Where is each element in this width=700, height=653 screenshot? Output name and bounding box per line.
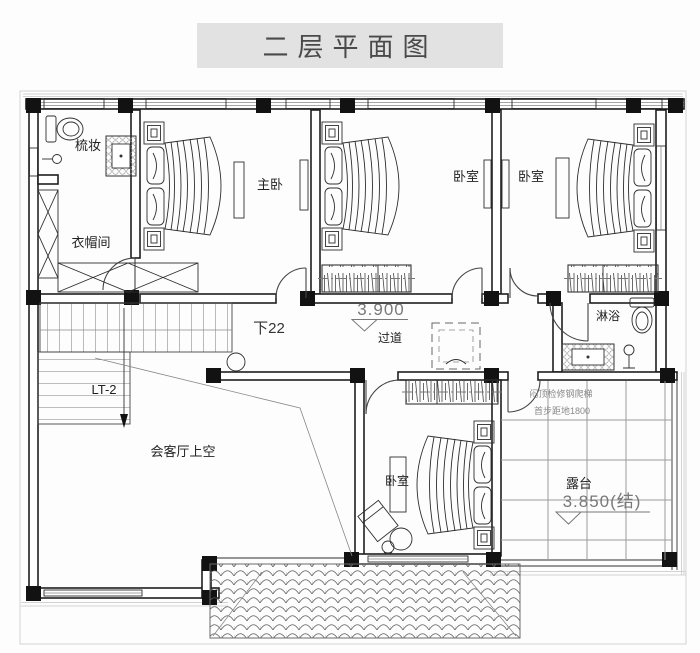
master-bed bbox=[143, 121, 222, 251]
bottom-bedroom-bed bbox=[416, 420, 495, 550]
mid-bedroom-label: 卧室 bbox=[453, 169, 479, 184]
title-banner: 二层平面图 bbox=[197, 23, 503, 68]
ladder-note-line1: 闷顶检修钢爬梯 bbox=[529, 388, 592, 399]
wall-stub bbox=[37, 174, 59, 185]
ladder-note-line2: 首步距地1800 bbox=[534, 405, 590, 416]
vanity-dressing bbox=[105, 135, 137, 177]
door-master-bedroom bbox=[275, 267, 307, 299]
toilet-shower bbox=[629, 297, 655, 334]
corridor-elevation-value: 3.900 bbox=[357, 300, 405, 319]
roof-tiles bbox=[209, 563, 521, 639]
shower-fixtures bbox=[561, 297, 655, 371]
wardrobes bbox=[318, 264, 662, 405]
dressing-label: 梳妆 bbox=[75, 138, 101, 153]
window-left-wall bbox=[29, 147, 38, 177]
mid-bedroom-bed bbox=[321, 121, 400, 251]
closet-x-horizontal bbox=[57, 262, 199, 293]
bottom-bedroom-seating bbox=[357, 499, 413, 555]
shower-label: 淋浴 bbox=[596, 309, 620, 323]
stair-direction-arrow bbox=[120, 308, 128, 428]
right-bedroom-bed bbox=[576, 123, 655, 253]
terrace-label: 露台 bbox=[566, 476, 592, 491]
elevation-marks: 3.900 3.850(结) bbox=[350, 300, 650, 525]
toilet-dressing bbox=[45, 115, 84, 143]
void-opening-line bbox=[94, 357, 353, 557]
door-bottom-bedroom bbox=[365, 379, 401, 415]
stairs-id-label: LT-2 bbox=[91, 382, 116, 397]
shower-head bbox=[623, 344, 635, 369]
window-bottom-bedroom bbox=[367, 555, 469, 563]
terrace-grid bbox=[501, 381, 672, 560]
cabinets bbox=[233, 157, 570, 513]
dressing-fixtures bbox=[37, 115, 199, 293]
cloakroom-label: 衣帽间 bbox=[71, 235, 110, 250]
wardrobe-mid-bedroom bbox=[318, 264, 415, 293]
terrace-elevation: 3.850(结) bbox=[554, 492, 650, 525]
ladder-annotation: 闷顶检修钢爬梯 首步距地1800 bbox=[529, 388, 592, 416]
room-labels: 梳妆 衣帽间 主卧 卧室 卧室 卧室 淋浴 过道 会客厅上空 露台 下22 LT… bbox=[71, 138, 620, 491]
columns bbox=[26, 98, 683, 605]
window-bottom-left bbox=[43, 589, 143, 597]
door-shower bbox=[549, 302, 589, 342]
wardrobe-right-bedroom bbox=[564, 264, 662, 293]
master-bedroom-label: 主卧 bbox=[257, 177, 283, 192]
corridor-label: 过道 bbox=[378, 331, 402, 345]
door-right-bedroom bbox=[509, 267, 539, 298]
site-boundary bbox=[19, 90, 687, 645]
living-void-label: 会客厅上空 bbox=[150, 444, 215, 459]
attic-hatch bbox=[431, 322, 481, 370]
closet-x-vertical bbox=[37, 189, 59, 279]
windows bbox=[29, 98, 666, 597]
right-bedroom-label: 卧室 bbox=[518, 169, 544, 184]
wardrobe-bottom-bedroom bbox=[402, 379, 502, 405]
corridor-elevation: 3.900 bbox=[350, 300, 408, 332]
bottom-bedroom-label: 卧室 bbox=[385, 473, 409, 488]
door-mid-bedroom bbox=[451, 267, 483, 299]
terrace-elevation-value: 3.850(结) bbox=[563, 492, 642, 511]
stairs-direction-label: 下22 bbox=[253, 320, 285, 337]
faucet-dressing bbox=[42, 154, 62, 164]
door-terrace bbox=[507, 379, 541, 413]
page-title: 二层平面图 bbox=[262, 32, 438, 62]
window-right-wall bbox=[656, 145, 666, 231]
vanity-shower bbox=[561, 343, 615, 371]
staircase bbox=[37, 302, 246, 428]
window-top-band bbox=[43, 98, 663, 109]
